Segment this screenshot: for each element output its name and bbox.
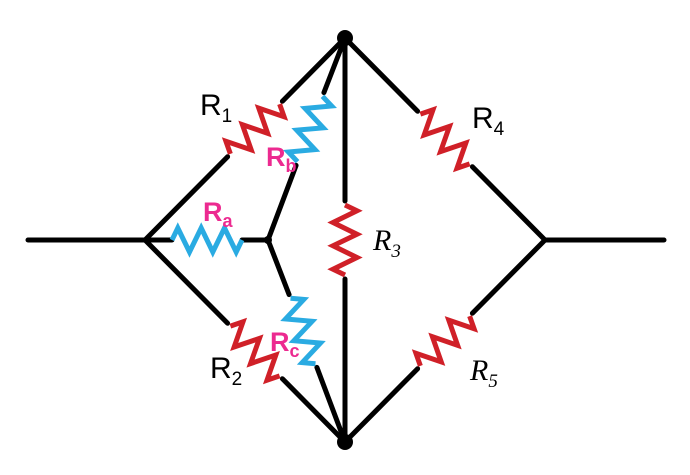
wire-rb-lower (265, 162, 299, 243)
resistor-ra-symbol (169, 222, 245, 258)
wire-right-bottom-upper (469, 237, 548, 316)
label-ra-base: R (203, 197, 223, 227)
resistor-r4-symbol (419, 105, 471, 173)
label-r4-base: R (472, 102, 494, 135)
wye-labels: Ra Rb Rc (203, 142, 300, 361)
resistor-rc-symbol (280, 295, 326, 367)
wire-top-right-lower (469, 164, 548, 243)
wire-rc-upper (265, 237, 292, 298)
label-r3: R3 (372, 224, 401, 262)
label-r3-base: R (372, 224, 391, 257)
label-rc-base: R (270, 327, 290, 357)
bottom-node-dot (337, 434, 353, 450)
label-r2: R2 (210, 352, 242, 390)
label-r1-base: R (200, 89, 222, 122)
delta-resistors (221, 103, 479, 385)
label-rc-sub: c (290, 341, 300, 361)
label-r5-sub: 5 (488, 371, 498, 392)
label-r1-sub: 1 (222, 106, 233, 127)
label-ra-sub: a (223, 211, 234, 231)
label-r4-sub: 4 (494, 119, 505, 140)
label-rb-base: R (266, 142, 286, 172)
label-ra: Ra (203, 197, 234, 231)
label-rb-sub: b (286, 156, 297, 176)
label-r3-sub: 3 (390, 241, 401, 262)
wire-rb-upper (321, 35, 348, 96)
wire-left-top-lower (142, 154, 231, 243)
resistor-r1-symbol (221, 103, 289, 155)
top-node-dot (337, 30, 353, 46)
label-r4: R4 (472, 102, 505, 140)
wire-left-bottom-lower (279, 376, 348, 445)
wires (25, 35, 667, 445)
wire-left-bottom-upper (142, 237, 231, 326)
label-rc: Rc (270, 327, 300, 361)
wire-rc-lower (314, 364, 348, 445)
label-r2-base: R (210, 352, 232, 385)
resistor-r3-symbol (327, 202, 363, 278)
wire-top-right-upper (342, 35, 421, 114)
label-r5: R5 (469, 354, 498, 392)
delta-labels: R1 R2 R3 R4 R5 (200, 89, 505, 392)
label-rb: Rb (266, 142, 297, 176)
label-r5-base: R (469, 354, 488, 387)
resistor-rb-symbol (283, 94, 337, 164)
wire-right-bottom-lower (342, 366, 421, 445)
label-r1: R1 (200, 89, 232, 127)
resistor-r2-symbol (229, 317, 281, 385)
nodes (264, 30, 353, 450)
wye-center-node-dot (264, 236, 272, 244)
resistor-r5-symbol (411, 315, 479, 367)
label-r2-sub: 2 (232, 369, 243, 390)
wire-left-top-upper (279, 35, 348, 104)
wye-resistors (169, 94, 337, 367)
